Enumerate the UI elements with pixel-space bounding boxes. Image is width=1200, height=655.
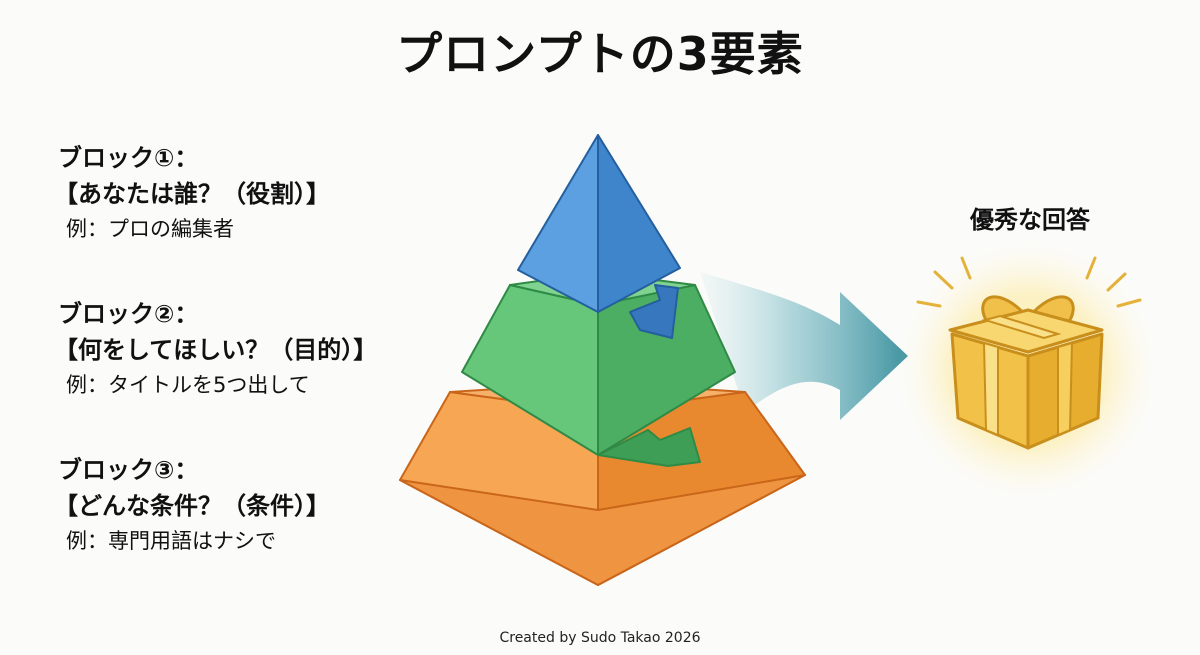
block-heading: ブロック①： (58, 144, 199, 172)
block-prompt: 【あなたは誰？（役割）】 (54, 180, 330, 208)
pyramid-top-tier (517, 134, 681, 339)
gift-box-icon (898, 240, 1158, 500)
block-heading: ブロック②： (58, 300, 199, 328)
block-example: 例：タイトルを5つ出して (66, 373, 310, 397)
page-title: プロンプトの3要素 (396, 27, 804, 81)
result-label: 優秀な回答 (970, 206, 1090, 234)
block-prompt: 【何をしてほしい？（目的）】 (54, 336, 378, 364)
block-example: 例：専門用語はナシで (66, 529, 276, 553)
block-example: 例：プロの編集者 (66, 217, 234, 241)
block-heading: ブロック③： (58, 456, 199, 484)
block-prompt: 【どんな条件？（条件）】 (54, 492, 330, 520)
credit-text: Created by Sudo Takao 2026 (499, 630, 701, 646)
block-role: ブロック①： 【あなたは誰？（役割）】 例：プロの編集者 (54, 140, 478, 246)
block-conditions: ブロック③： 【どんな条件？（条件）】 例：専門用語はナシで (54, 452, 478, 558)
result-arrow (700, 272, 908, 420)
block-purpose: ブロック②： 【何をしてほしい？（目的）】 例：タイトルを5つ出して (54, 296, 478, 402)
